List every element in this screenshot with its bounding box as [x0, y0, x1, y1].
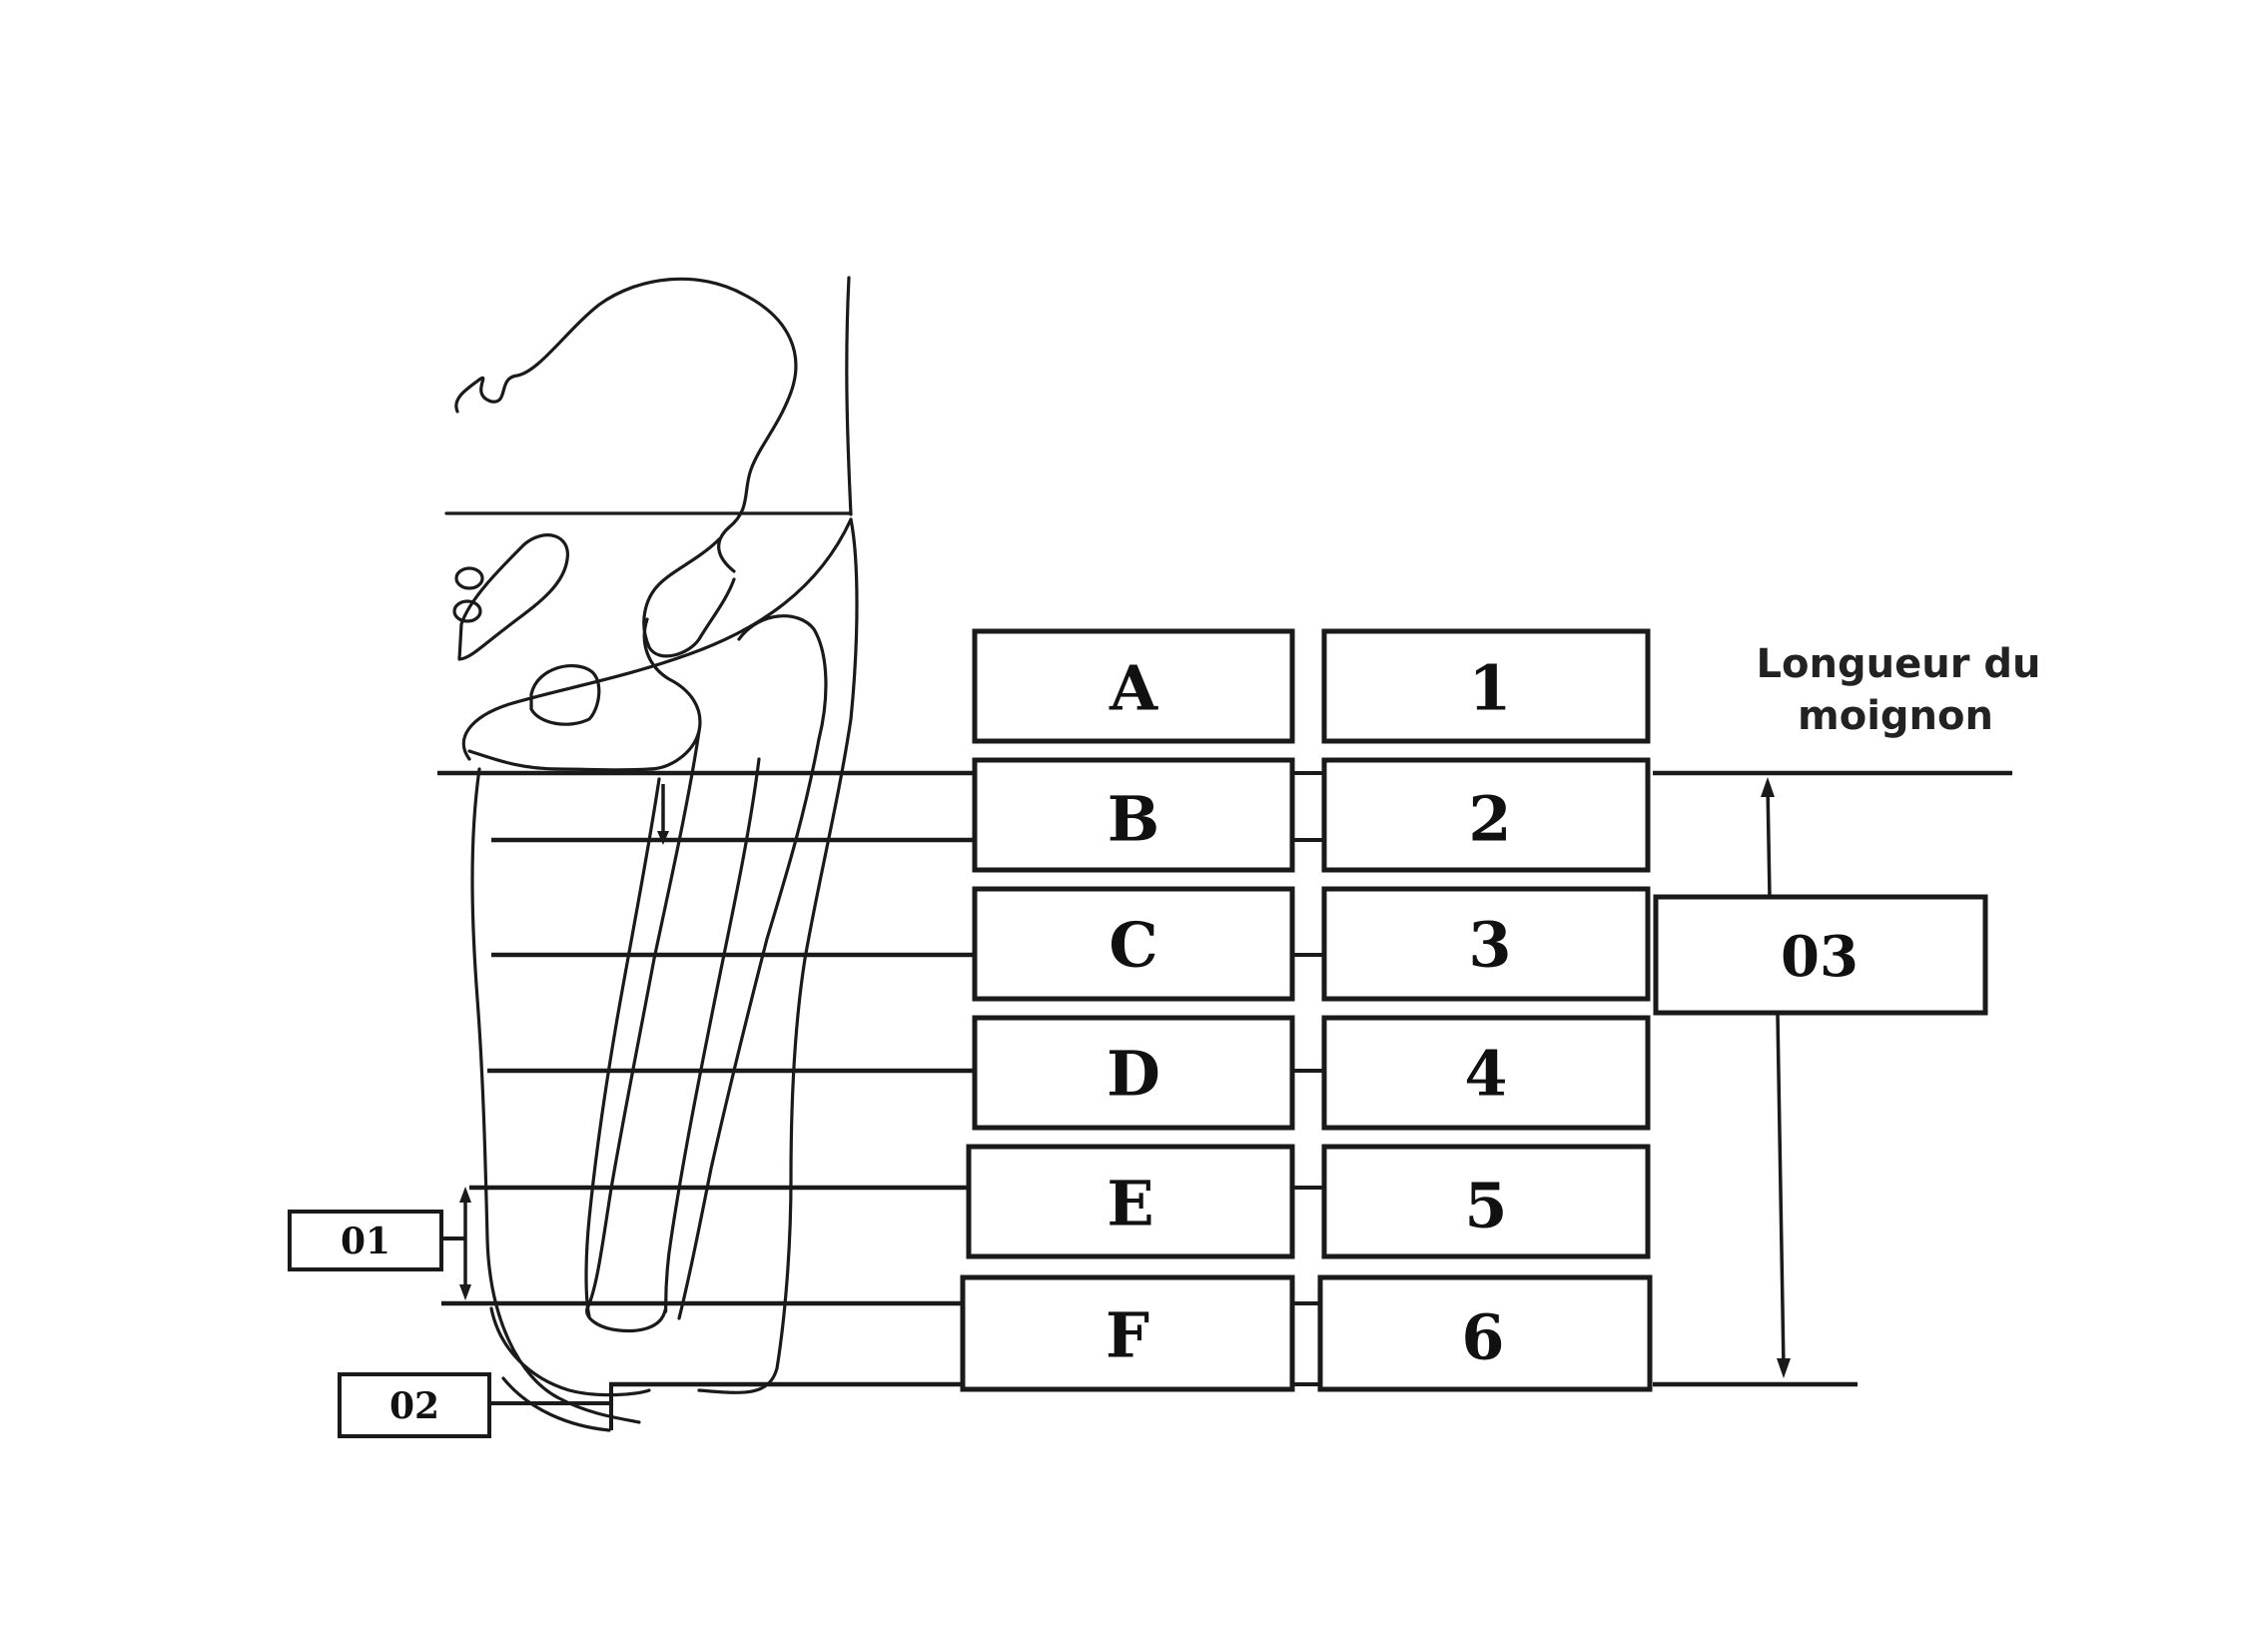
ischial-tuberosity	[529, 663, 601, 726]
residual-limb-sketch	[444, 276, 859, 1432]
number-label-4: 4	[1464, 1038, 1507, 1111]
letter-box-a[interactable]: A	[972, 628, 1295, 744]
marker-01-arrowhead-top	[459, 1187, 471, 1203]
marker-label-02: 02	[389, 1385, 439, 1427]
socket-wall-right	[697, 517, 859, 1394]
number-box-1[interactable]: 1	[1321, 628, 1651, 744]
socket-trimline	[461, 517, 853, 761]
letter-label-e: E	[1107, 1168, 1153, 1240]
stump-length-caption: Longueur du moignon	[1757, 641, 2041, 739]
marker-label-01: 01	[341, 1221, 390, 1262]
number-box-5[interactable]: 5	[1321, 1144, 1651, 1259]
length-arrowhead-bottom	[1777, 1358, 1791, 1378]
pelvis-hole-lower	[452, 599, 482, 623]
letter-label-d: D	[1107, 1038, 1160, 1111]
socket-distal-end	[489, 1306, 651, 1397]
number-label-5: 5	[1464, 1170, 1507, 1242]
greater-trochanter	[737, 614, 828, 741]
letter-label-a: A	[1109, 652, 1158, 725]
marker-02-group: 02	[338, 1372, 613, 1438]
letter-column: A B C D E F	[960, 628, 1295, 1392]
length-arrow-upper	[1766, 784, 1772, 898]
marker-01-group: 01	[288, 1187, 471, 1300]
length-arrowhead-top	[1761, 777, 1775, 797]
marker-box-02[interactable]: 02	[338, 1372, 491, 1438]
letter-box-d[interactable]: D	[972, 1015, 1295, 1131]
number-box-6[interactable]: 6	[1317, 1274, 1653, 1392]
letter-box-e[interactable]: E	[966, 1144, 1295, 1259]
stump-length-dimension: 03	[1653, 777, 1988, 1378]
level-lines	[437, 770, 2012, 1387]
length-arrow-lower	[1776, 1014, 1786, 1369]
number-label-2: 2	[1468, 783, 1511, 856]
number-column: 1 2 3 4 5 6	[1317, 628, 1653, 1392]
number-box-4[interactable]: 4	[1321, 1015, 1651, 1131]
femur-inner-right	[663, 757, 761, 1313]
marker-box-01[interactable]: 01	[288, 1210, 443, 1271]
caption-line-1: Longueur du	[1757, 641, 2041, 687]
femur-shaft-right	[677, 737, 821, 1320]
letter-label-b: B	[1108, 783, 1159, 856]
marker-label-03: 03	[1781, 924, 1859, 990]
letter-box-b[interactable]: B	[972, 757, 1295, 873]
socket-wall-left	[470, 767, 641, 1424]
number-box-2[interactable]: 2	[1321, 757, 1651, 873]
letter-box-c[interactable]: C	[972, 886, 1295, 1002]
abdomen-outline	[454, 277, 798, 573]
obturator-foramen	[457, 533, 569, 661]
number-label-1: 1	[1468, 652, 1511, 725]
body-midline	[845, 276, 853, 516]
femoral-head	[467, 617, 702, 772]
letter-label-f: F	[1106, 1299, 1149, 1372]
number-label-6: 6	[1461, 1301, 1504, 1374]
caption-line-2: moignon	[1798, 693, 1993, 739]
limb-distal-end	[501, 1376, 611, 1432]
letter-box-f[interactable]: F	[960, 1274, 1295, 1392]
pelvis-hole-upper	[454, 566, 484, 590]
marker-box-03[interactable]: 03	[1653, 894, 1988, 1016]
marker-01-arrowhead-bottom	[459, 1284, 471, 1300]
letter-label-c: C	[1109, 909, 1157, 982]
femur-inner-left	[584, 777, 661, 1318]
number-label-3: 3	[1468, 909, 1511, 982]
acetabulum-outline	[642, 537, 736, 658]
femur-shaft-left	[585, 729, 701, 1333]
number-box-3[interactable]: 3	[1321, 886, 1651, 1002]
